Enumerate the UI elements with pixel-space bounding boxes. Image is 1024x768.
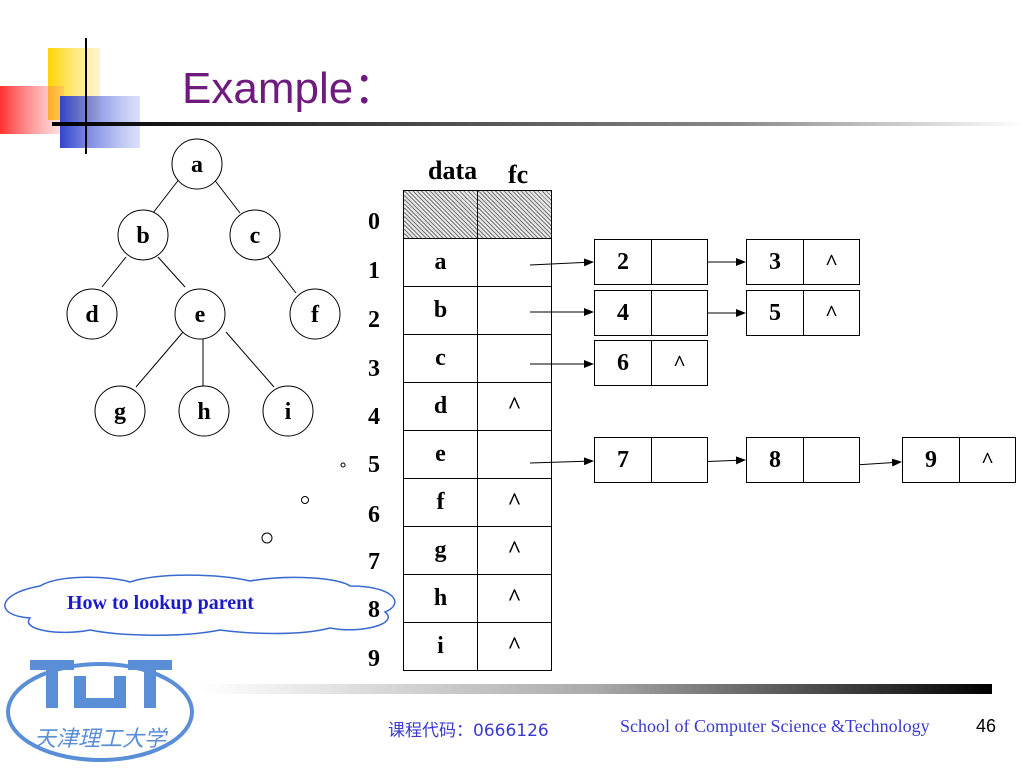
data-cell: e — [403, 430, 478, 479]
thought-bubbles-2 — [261, 496, 309, 544]
row-index: 9 — [368, 646, 380, 672]
row-index: 5 — [368, 452, 380, 478]
page-number: 46 — [976, 716, 997, 736]
tree-label: f — [311, 302, 320, 328]
data-cell: i — [403, 622, 478, 671]
tree-label: b — [136, 223, 149, 249]
row-index: 0 — [368, 209, 380, 235]
next-pointer — [652, 291, 707, 335]
page-title: Example： — [182, 64, 398, 113]
row-index: 4 — [368, 404, 380, 430]
child-index: 7 — [595, 438, 652, 482]
header-fc: fc — [508, 160, 529, 189]
row-index: 3 — [368, 356, 380, 382]
child-index: 3 — [747, 240, 804, 284]
tree-node-a — [171, 138, 223, 190]
next-pointer — [652, 240, 707, 284]
child-list-node: 6 ^ — [594, 340, 708, 386]
fc-cell — [477, 286, 552, 335]
table-row — [403, 190, 552, 239]
data-cell — [403, 190, 478, 239]
header-data: data — [428, 156, 478, 185]
table-row: c — [403, 334, 552, 383]
next-pointer — [804, 438, 859, 482]
logo-text: 天津理工大学 — [34, 727, 169, 752]
tree-label: h — [197, 399, 210, 425]
child-index: 2 — [595, 240, 652, 284]
data-cell: c — [403, 334, 478, 383]
fc-cell — [477, 238, 552, 287]
fc-cell: ^ — [477, 622, 552, 671]
child-list-node: 9 ^ — [902, 437, 1016, 483]
next-pointer: ^ — [825, 249, 838, 274]
child-list-node: 7 — [594, 437, 708, 483]
child-list-node: 4 — [594, 290, 708, 336]
data-cell: h — [403, 574, 478, 623]
table-row: i ^ — [403, 622, 552, 671]
table-row: f ^ — [403, 478, 552, 527]
tree-node-i — [262, 385, 314, 437]
tree-label: c — [250, 223, 261, 249]
footer-divider — [200, 684, 992, 694]
tree-label: i — [285, 399, 292, 425]
row-index: 6 — [368, 502, 380, 528]
fc-cell — [477, 334, 552, 383]
child-index: 6 — [595, 341, 652, 385]
data-cell: b — [403, 286, 478, 335]
next-pointer — [652, 438, 707, 482]
next-pointer: ^ — [825, 300, 838, 325]
node-array-table: a b c d ^ e f ^ g ^ h ^ i ^ — [403, 190, 552, 671]
tree-label: a — [191, 152, 203, 178]
thought-bubbles — [340, 462, 346, 468]
table-row: e — [403, 430, 552, 479]
tree-label: g — [114, 399, 126, 425]
tree-node-e — [174, 288, 226, 340]
tree-label: e — [195, 302, 206, 328]
callout-text: How to lookup parent — [67, 592, 254, 614]
tree-node-f — [289, 288, 341, 340]
data-cell: f — [403, 478, 478, 527]
child-index: 4 — [595, 291, 652, 335]
child-list-node: 5 ^ — [746, 290, 860, 336]
course-code: 课程代码：0666126 — [388, 721, 549, 741]
child-list-node: 3 ^ — [746, 239, 860, 285]
fc-cell: ^ — [477, 382, 552, 431]
tree-diagram: a b c d e f g h i — [66, 138, 341, 437]
row-index: 2 — [368, 307, 380, 333]
next-pointer: ^ — [981, 447, 994, 472]
child-list-node: 8 — [746, 437, 860, 483]
fc-cell — [477, 190, 552, 239]
corner-decoration — [0, 38, 1024, 154]
child-index: 5 — [747, 291, 804, 335]
child-list-node: 2 — [594, 239, 708, 285]
next-pointer: ^ — [673, 350, 686, 375]
tree-node-b — [117, 209, 169, 261]
table-row: b — [403, 286, 552, 335]
fc-cell: ^ — [477, 478, 552, 527]
university-logo: 天津理工大学 — [6, 660, 194, 762]
cloud-callout — [4, 574, 396, 636]
tree-label: d — [85, 302, 99, 328]
row-index: 7 — [368, 549, 380, 575]
child-index: 8 — [747, 438, 804, 482]
row-index: 1 — [368, 258, 380, 284]
child-index: 9 — [903, 438, 960, 482]
row-index: 8 — [368, 597, 380, 623]
tree-node-g — [94, 385, 146, 437]
tree-node-d — [66, 288, 118, 340]
tree-node-c — [229, 209, 281, 261]
tree-node-h — [178, 385, 230, 437]
table-row: a — [403, 238, 552, 287]
school-name: School of Computer Science &Technology — [620, 716, 930, 736]
